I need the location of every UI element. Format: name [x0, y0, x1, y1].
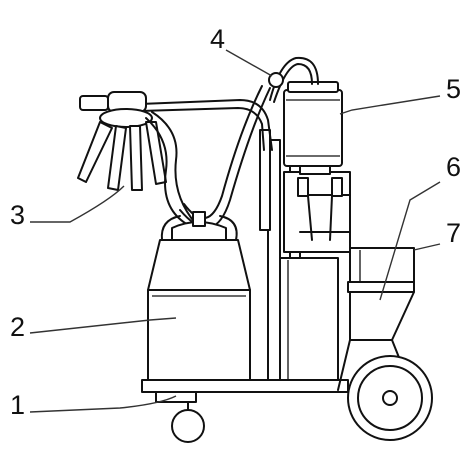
callout-5: 5: [446, 74, 461, 104]
callout-4: 4: [210, 24, 225, 54]
teat-cup-cluster: [77, 91, 197, 227]
callout-3: 3: [10, 200, 25, 230]
callout-labels: 1 2 3 4 5 6 7: [10, 24, 461, 420]
gauge-icon: [268, 72, 284, 88]
callout-6: 6: [446, 152, 461, 182]
rear-wheel: [347, 355, 433, 441]
handle-bar: [139, 99, 273, 151]
leader-lines: [29, 49, 441, 413]
callout-1: 1: [10, 390, 25, 420]
callout-7: 7: [446, 218, 461, 248]
vacuum-tank: [283, 81, 343, 175]
pump-motor: [337, 247, 415, 391]
cart-base: [141, 379, 349, 443]
frame-column: [259, 129, 351, 391]
milk-can: [147, 211, 251, 381]
front-wheel-icon: [171, 409, 205, 443]
callout-2: 2: [10, 312, 25, 342]
